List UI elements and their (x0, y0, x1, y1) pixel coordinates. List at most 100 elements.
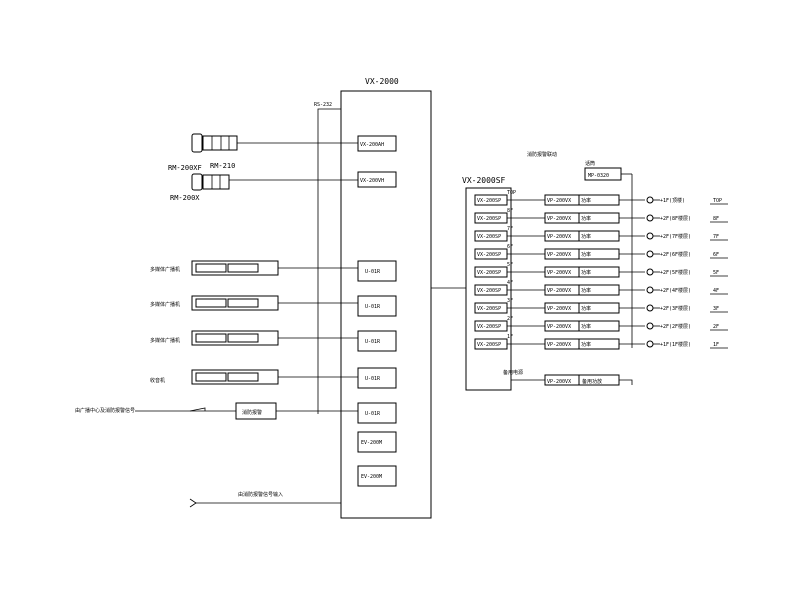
zone-floor: 5F (713, 270, 719, 276)
zone-tag: 3F (507, 298, 513, 304)
zone-amp-label: VP-200VX (547, 234, 571, 240)
main-module-group: VX-200AH VX-200VH U-01R U-01R U-01R U-01… (357, 135, 397, 487)
main-module-box-5 (357, 330, 397, 352)
zone-sf-label: VX-200SP (477, 270, 501, 276)
zone-tag: 6F (507, 244, 513, 250)
remote-label-top-right: RM-210 (210, 162, 235, 170)
zone-amp-label: VP-200VX (547, 324, 571, 330)
zone-box-label: 功率 (581, 233, 591, 240)
source-device-2 (191, 295, 279, 311)
bottom-input-label: 由消防报警信号输入 (238, 491, 283, 498)
main-unit-label: VX-2000 (365, 77, 399, 86)
zone-tag: TOP (507, 190, 516, 196)
zone-box-label: 功率 (581, 215, 591, 222)
zone-box-label: 功率 (581, 251, 591, 258)
zone-floor: 1F (713, 342, 719, 348)
remote-mic-lower (191, 173, 230, 191)
zone-sf-label: VX-200SP (477, 198, 501, 204)
aux-input-box-label: 消防报警 (242, 409, 262, 416)
main-module-label-1: VX-200AH (360, 142, 384, 148)
source-label-1: 多媒体广播机 (150, 266, 180, 273)
mic-box-label: MP-0320 (588, 173, 609, 179)
zone-box-label: 功率 (581, 305, 591, 312)
main-module-label-8: EV-200M (361, 440, 382, 446)
zone-desc: +2F(5F楼层) (660, 269, 691, 276)
main-module-box-1 (357, 135, 397, 152)
speaker-icon (646, 340, 654, 348)
zone-box-label: 功率 (581, 197, 591, 204)
main-module-box-3 (357, 260, 397, 282)
main-module-label-9: EV-200M (361, 474, 382, 480)
zone-floor: 4F (713, 288, 719, 294)
speaker-icon (646, 196, 654, 204)
speaker-icon (646, 268, 654, 276)
speaker-icon (646, 322, 654, 330)
main-module-box-9 (357, 465, 397, 487)
main-module-box-7 (357, 402, 397, 424)
zone-desc: +1F(1F楼层) (660, 341, 691, 348)
source-device-4 (191, 369, 279, 385)
speaker-icon (646, 250, 654, 258)
zone-box-label: 功率 (581, 269, 591, 276)
zone-box-label: 功率 (581, 287, 591, 294)
speaker-icon (646, 286, 654, 294)
zone-sf-label: VX-200SP (477, 252, 501, 258)
zone-amp-label: VP-200VX (547, 288, 571, 294)
zone-floor: 3F (713, 306, 719, 312)
zone-desc: +2F(6F楼层) (660, 251, 691, 258)
zone-amp-label: VP-200VX (547, 216, 571, 222)
main-module-label-7: U-01R (365, 411, 381, 417)
main-module-label-5: U-01R (365, 339, 381, 345)
source-label-4: 收音机 (150, 377, 165, 384)
sub-unit-top-note: 消防报警联动 (527, 151, 557, 158)
speaker-icon (646, 232, 654, 240)
zone-tag: 5F (507, 262, 513, 268)
zone-tag: 7F (507, 226, 513, 232)
main-module-box-8 (357, 431, 397, 453)
zone-desc: +2F(2F楼层) (660, 323, 691, 330)
zone-sf-label: VX-200SP (477, 306, 501, 312)
rs232-label: RS-232 (314, 102, 332, 108)
zone-sf-label: VX-200SP (477, 216, 501, 222)
main-module-box-4 (357, 295, 397, 317)
main-module-box-6 (357, 367, 397, 389)
sub-bottom-amp-label: VP-200VX (547, 379, 571, 385)
zone-floor: 2F (713, 324, 719, 330)
aux-input-label: 由广播中心及消防报警信号 (75, 407, 135, 414)
zone-box-label: 功率 (581, 341, 591, 348)
source-device-1 (191, 260, 279, 276)
mic-label: 话筒 (585, 160, 595, 167)
zone-sf-label: VX-200SP (477, 324, 501, 330)
zone-sf-label: VX-200SP (477, 234, 501, 240)
arrow-icon (189, 498, 197, 508)
zone-tag: 1F (507, 334, 513, 340)
arrow-icon (189, 407, 206, 412)
zone-floor: 8F (713, 216, 719, 222)
zone-desc: +2F(8F楼层) (660, 215, 691, 222)
mic-icon (191, 173, 203, 191)
sub-unit-label: VX-2000SF (462, 176, 506, 185)
zone-amp-label: VP-200VX (547, 252, 571, 258)
keypad-icon (202, 135, 238, 151)
zone-floor: TOP (713, 198, 722, 204)
zone-amp-label: VP-200VX (547, 198, 571, 204)
sub-bottom-link (619, 379, 633, 385)
remote-label-top-left: RM-200XF (168, 164, 202, 172)
zone-floor: 7F (713, 234, 719, 240)
keypad-icon (202, 174, 230, 190)
source-label-3: 多媒体广播机 (150, 337, 180, 344)
rs232-line (317, 108, 341, 414)
zone-floor: 6F (713, 252, 719, 258)
zone-amp-label: VP-200VX (547, 306, 571, 312)
main-module-label-4: U-01R (365, 304, 381, 310)
speaker-icon (646, 214, 654, 222)
source-label-2: 多媒体广播机 (150, 301, 180, 308)
mic-icon (191, 133, 203, 153)
zone-tag: 8F (507, 208, 513, 214)
sub-bottom-box-label: 备用功放 (582, 378, 602, 385)
remote-label-bottom: RM-200X (170, 194, 200, 202)
zone-desc: +2F(7F楼层) (660, 233, 691, 240)
main-module-label-3: U-01R (365, 269, 381, 275)
